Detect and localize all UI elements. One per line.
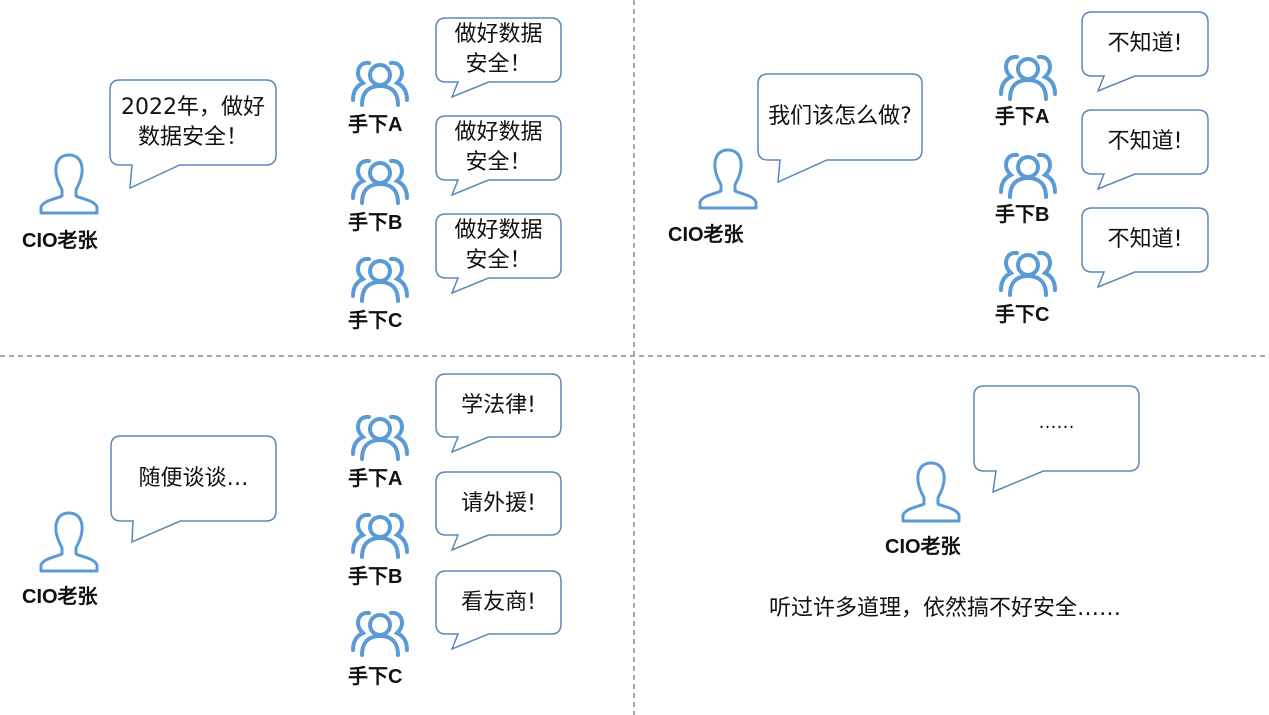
reply-speech-bubble: 做好数据安全！ xyxy=(454,218,543,273)
boss-label: CIO老张 xyxy=(22,586,98,608)
group-icon xyxy=(350,510,410,564)
boss-label: CIO老张 xyxy=(668,224,744,246)
team-member-label: 手下B xyxy=(348,566,403,588)
boss-speech-bubble: 随便谈谈… xyxy=(138,465,249,491)
boss-speech-bubble-shape xyxy=(973,385,1140,494)
reply-speech-bubble: 不知道! xyxy=(1107,129,1183,154)
team-member-label: 手下C xyxy=(995,304,1050,326)
team-member-label: 手下A xyxy=(348,468,403,490)
group-icon xyxy=(350,412,410,466)
team-member-label: 手下C xyxy=(348,666,403,688)
reply-speech-bubble-shape xyxy=(435,471,562,552)
reply-speech-bubble-shape xyxy=(435,115,562,197)
reply-speech-bubble: 学法律! xyxy=(461,392,536,418)
reply-speech-bubble: 做好数据安全！ xyxy=(454,120,543,175)
reply-speech-bubble-shape xyxy=(1081,11,1209,93)
boss-speech-bubble-shape xyxy=(109,79,277,190)
boss-label: CIO老张 xyxy=(885,536,961,558)
reply-speech-bubble-shape xyxy=(1081,207,1209,289)
boss-speech-bubble: 我们该怎么做? xyxy=(768,104,912,129)
team-member-label: 手下A xyxy=(995,106,1050,128)
boss-speech-bubble-shape xyxy=(110,435,277,544)
team-member-label: 手下B xyxy=(348,212,403,234)
group-icon xyxy=(350,608,410,662)
reply-speech-bubble-shape xyxy=(435,373,562,454)
reply-speech-bubble-shape xyxy=(1081,109,1209,191)
group-icon xyxy=(350,58,410,112)
reply-speech-bubble: 看友商! xyxy=(461,589,536,615)
person-icon xyxy=(38,152,100,220)
team-member-label: 手下B xyxy=(995,204,1050,226)
reply-speech-bubble-shape xyxy=(435,213,562,295)
boss-speech-bubble: 2022年，做好数据安全！ xyxy=(121,94,265,150)
person-icon xyxy=(697,147,759,215)
reply-speech-bubble-shape xyxy=(435,17,562,99)
boss-speech-bubble: …… xyxy=(1038,412,1075,433)
person-icon xyxy=(900,460,962,528)
group-icon xyxy=(350,254,410,308)
reply-speech-bubble: 不知道! xyxy=(1107,227,1183,252)
group-icon xyxy=(998,52,1058,106)
reply-speech-bubble: 不知道! xyxy=(1107,31,1183,56)
boss-speech-bubble-shape xyxy=(757,73,923,184)
person-icon xyxy=(38,510,100,578)
team-member-label: 手下C xyxy=(348,310,403,332)
reply-speech-bubble: 请外援! xyxy=(461,490,536,516)
group-icon xyxy=(998,150,1058,204)
group-icon xyxy=(998,248,1058,302)
boss-label: CIO老张 xyxy=(22,230,98,252)
reply-speech-bubble: 做好数据安全！ xyxy=(454,22,543,77)
caption: 听过许多道理，依然搞不好安全…… xyxy=(768,596,1121,621)
team-member-label: 手下A xyxy=(348,114,403,136)
group-icon xyxy=(350,156,410,210)
reply-speech-bubble-shape xyxy=(435,570,562,651)
